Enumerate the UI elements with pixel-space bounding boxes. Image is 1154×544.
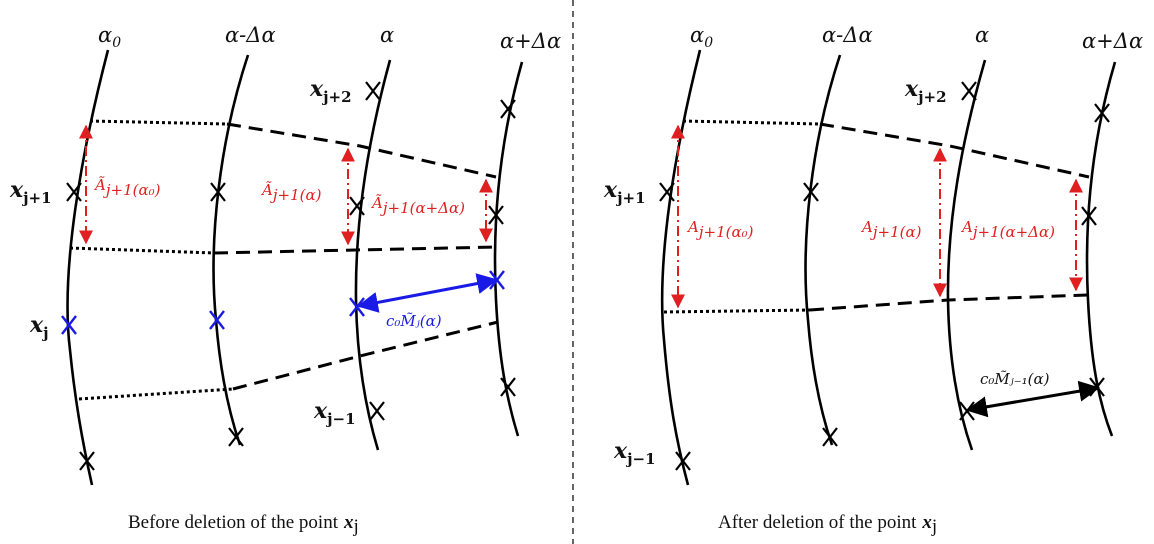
right-curve-alpha0 xyxy=(660,49,702,486)
right-top-dotted xyxy=(682,119,821,126)
right-label-alpha0: α0 xyxy=(690,23,713,51)
right-label-alpha-minus: α-Δα xyxy=(822,23,873,47)
right-mid-dashed xyxy=(809,293,1089,312)
left-label-a-alpha: Ãj+1(α) xyxy=(260,181,322,204)
right-label-a-alpha0: Aj+1(α₀) xyxy=(686,218,754,241)
left-blue-arrow xyxy=(356,273,499,313)
left-label-x-j-plus2: xj+2 xyxy=(309,76,352,106)
left-mid-dashed xyxy=(213,245,498,255)
right-point-x-j-plus2 xyxy=(961,81,977,101)
right-panel: α0 α-Δα α α+Δα xj+2 xj+1 xyxy=(603,23,1143,537)
right-label-a-alpha: Aj+1(α) xyxy=(860,218,922,241)
right-top-dashed xyxy=(819,122,1090,179)
left-label-x-j: xj xyxy=(29,312,49,342)
right-label-a-alpha-plus: Aj+1(α+Δα) xyxy=(960,218,1055,241)
left-point-x-j xyxy=(61,315,77,335)
right-point-alpha-low xyxy=(959,401,975,421)
right-point-alpha-plus-top xyxy=(1094,103,1110,123)
right-point-alpha-minus-low xyxy=(822,427,838,447)
left-label-x-j-minus1: xj−1 xyxy=(313,398,356,428)
left-point-alpha0-low xyxy=(79,451,95,471)
left-label-alpha: α xyxy=(380,23,394,47)
right-label-x-j-minus1: xj−1 xyxy=(613,438,656,468)
left-label-x-j-plus1: xj+1 xyxy=(9,177,52,207)
left-curve-alpha xyxy=(354,59,392,451)
right-curve-alpha xyxy=(946,59,987,451)
left-point-alpha-minus-x-j xyxy=(209,310,225,330)
left-point-x-j-plus1 xyxy=(66,182,82,202)
left-point-alpha-plus-low xyxy=(500,377,516,397)
left-point-alpha-plus-top xyxy=(500,99,516,119)
left-point-x-j-plus2 xyxy=(365,81,381,101)
right-label-alpha: α xyxy=(975,23,989,47)
left-label-alpha-minus: α-Δα xyxy=(225,23,276,47)
right-curve-alpha-minus xyxy=(804,54,842,446)
right-mid-dotted xyxy=(663,308,811,314)
left-bot-dashed xyxy=(232,320,499,391)
left-panel: α0 α-Δα α α+Δα xj+2 xj+1 xyxy=(9,23,561,537)
left-label-a-alpha0: Ãj+1(α₀) xyxy=(93,176,161,199)
left-mid-dotted xyxy=(69,246,215,255)
left-point-alpha-minus-j-plus1 xyxy=(210,182,226,202)
right-point-x-j-minus1 xyxy=(675,451,691,471)
left-label-alpha0: α0 xyxy=(98,23,121,51)
right-label-x-j-plus2: xj+2 xyxy=(904,76,947,106)
left-top-dashed xyxy=(226,122,497,179)
right-label-x-j-plus1: xj+1 xyxy=(603,177,646,207)
left-blue-arrow-label: c₀M̃ⱼ(α) xyxy=(386,312,442,330)
right-black-arrow xyxy=(965,380,1101,418)
right-label-alpha-plus: α+Δα xyxy=(1082,29,1143,53)
right-black-arrow-label: c₀M̃ⱼ₋₁(α) xyxy=(980,370,1050,388)
left-top-dotted xyxy=(89,119,228,126)
left-point-alpha-minus-low xyxy=(228,427,244,447)
left-label-alpha-plus: α+Δα xyxy=(500,29,561,53)
left-curve-alpha-plus xyxy=(493,61,524,437)
left-label-a-alpha-plus: Ãj+1(α+Δα) xyxy=(370,194,465,217)
right-point-alpha-minus-j-plus1 xyxy=(803,182,819,202)
left-point-x-j-minus1 xyxy=(369,401,385,421)
left-bot-dotted xyxy=(78,387,234,401)
left-curve-alpha0 xyxy=(66,49,110,486)
right-point-alpha-plus-j-plus1 xyxy=(1081,206,1097,226)
